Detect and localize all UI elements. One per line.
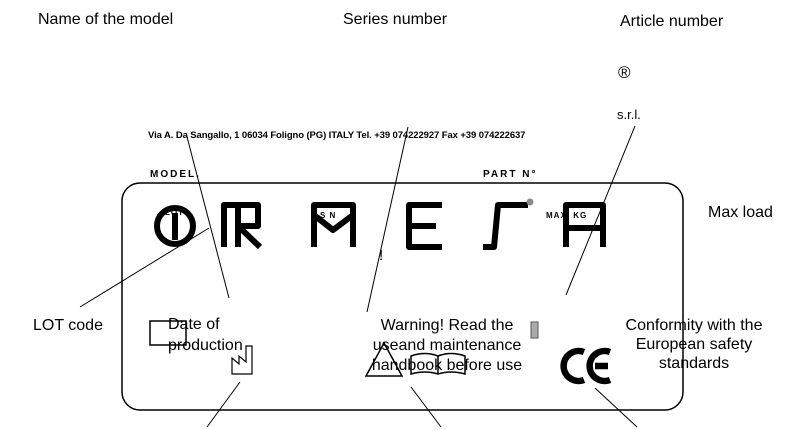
warning-line-2: useand maintenance [372, 337, 522, 354]
logo-a-glyph [563, 202, 606, 247]
leader-lines [79, 125, 638, 428]
model-label: MODEL. [150, 169, 201, 180]
book-icon [410, 352, 466, 375]
logo-s-glyph [483, 202, 528, 250]
date-of-production-callout: Date of production [168, 314, 243, 356]
series-number-callout: Series number [343, 11, 448, 28]
model-name-callout: Name of the model [38, 11, 174, 28]
logo-r-glyph [221, 202, 263, 250]
company-address: Via A. Da Sangallo, 1 06034 Foligno (PG)… [148, 130, 526, 141]
date-of-production-line-1: Date of [168, 316, 220, 333]
factory-icon [231, 345, 253, 375]
lot-code-callout: LOT code [33, 317, 103, 334]
logo-dot [526, 198, 534, 206]
lot-box [149, 320, 187, 346]
conformity-callout: Conformity with the European safety stan… [594, 316, 794, 373]
conformity-line-2: European safety [635, 336, 753, 353]
label-plate-frame [121, 182, 684, 411]
part-number-label: PART N° [483, 169, 538, 180]
max-load-callout: Max load [708, 204, 773, 221]
date-of-production-line-2: production [168, 337, 243, 354]
warning-triangle-icon [364, 341, 404, 377]
lot-label: LOT [165, 208, 184, 217]
ce-mark-icon [560, 347, 612, 385]
article-number-callout: Article number [620, 13, 724, 30]
warning-line-1: Warning! Read the [380, 317, 514, 334]
warning-line-3: handbook before use [371, 357, 523, 374]
warning-callout: Warning! Read the useand maintenance han… [342, 316, 552, 376]
logo-o-glyph [154, 205, 196, 247]
conformity-line-1: Conformity with the [625, 317, 763, 334]
company-legal-form: s.r.l. [617, 107, 641, 122]
registered-mark: ® [618, 63, 631, 82]
conformity-line-3: standards [658, 355, 730, 372]
logo-m-glyph [311, 202, 356, 247]
serial-number-label: S N [320, 211, 337, 220]
max-kg-label: MAX. KG [546, 211, 588, 220]
logo-e-glyph [406, 202, 442, 250]
exclamation-mark: ! [379, 247, 384, 264]
part-marker [530, 321, 539, 339]
